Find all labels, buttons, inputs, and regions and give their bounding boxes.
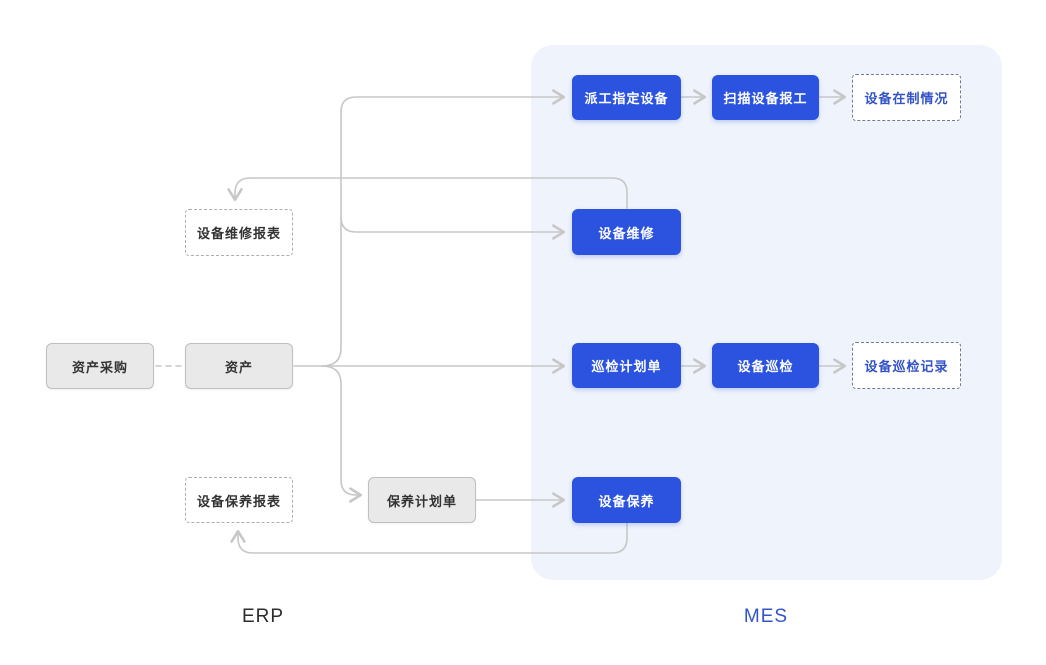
erp-zone-label: ERP — [241, 606, 285, 627]
node-asset: 资产 — [185, 343, 293, 389]
node-equipment-inspection: 设备巡检 — [712, 343, 819, 388]
node-equipment-wip-status: 设备在制情况 — [852, 74, 961, 121]
node-asset-purchase: 资产采购 — [46, 343, 154, 389]
node-equipment-repair: 设备维修 — [572, 209, 681, 255]
edge-asset-to-equipment-repair — [340, 216, 566, 240]
node-scan-equipment-report-work: 扫描设备报工 — [712, 75, 819, 120]
edge-asset-to-upkeep-plan — [321, 365, 363, 503]
node-upkeep-plan: 保养计划单 — [368, 477, 476, 523]
node-equipment-upkeep: 设备保养 — [572, 477, 681, 523]
mes-zone-label: MES — [743, 606, 789, 627]
node-dispatch-assign-equipment: 派工指定设备 — [572, 75, 681, 120]
node-equipment-inspection-record: 设备巡检记录 — [852, 342, 961, 389]
edge-asset-to-dispatch — [321, 89, 566, 367]
node-equipment-upkeep-report: 设备保养报表 — [185, 477, 293, 523]
edge-upkeep-to-upkeep-report — [230, 522, 628, 554]
node-inspection-plan: 巡检计划单 — [572, 343, 681, 388]
edge-repair-to-repair-report — [227, 177, 628, 209]
node-equipment-repair-report: 设备维修报表 — [185, 209, 293, 256]
